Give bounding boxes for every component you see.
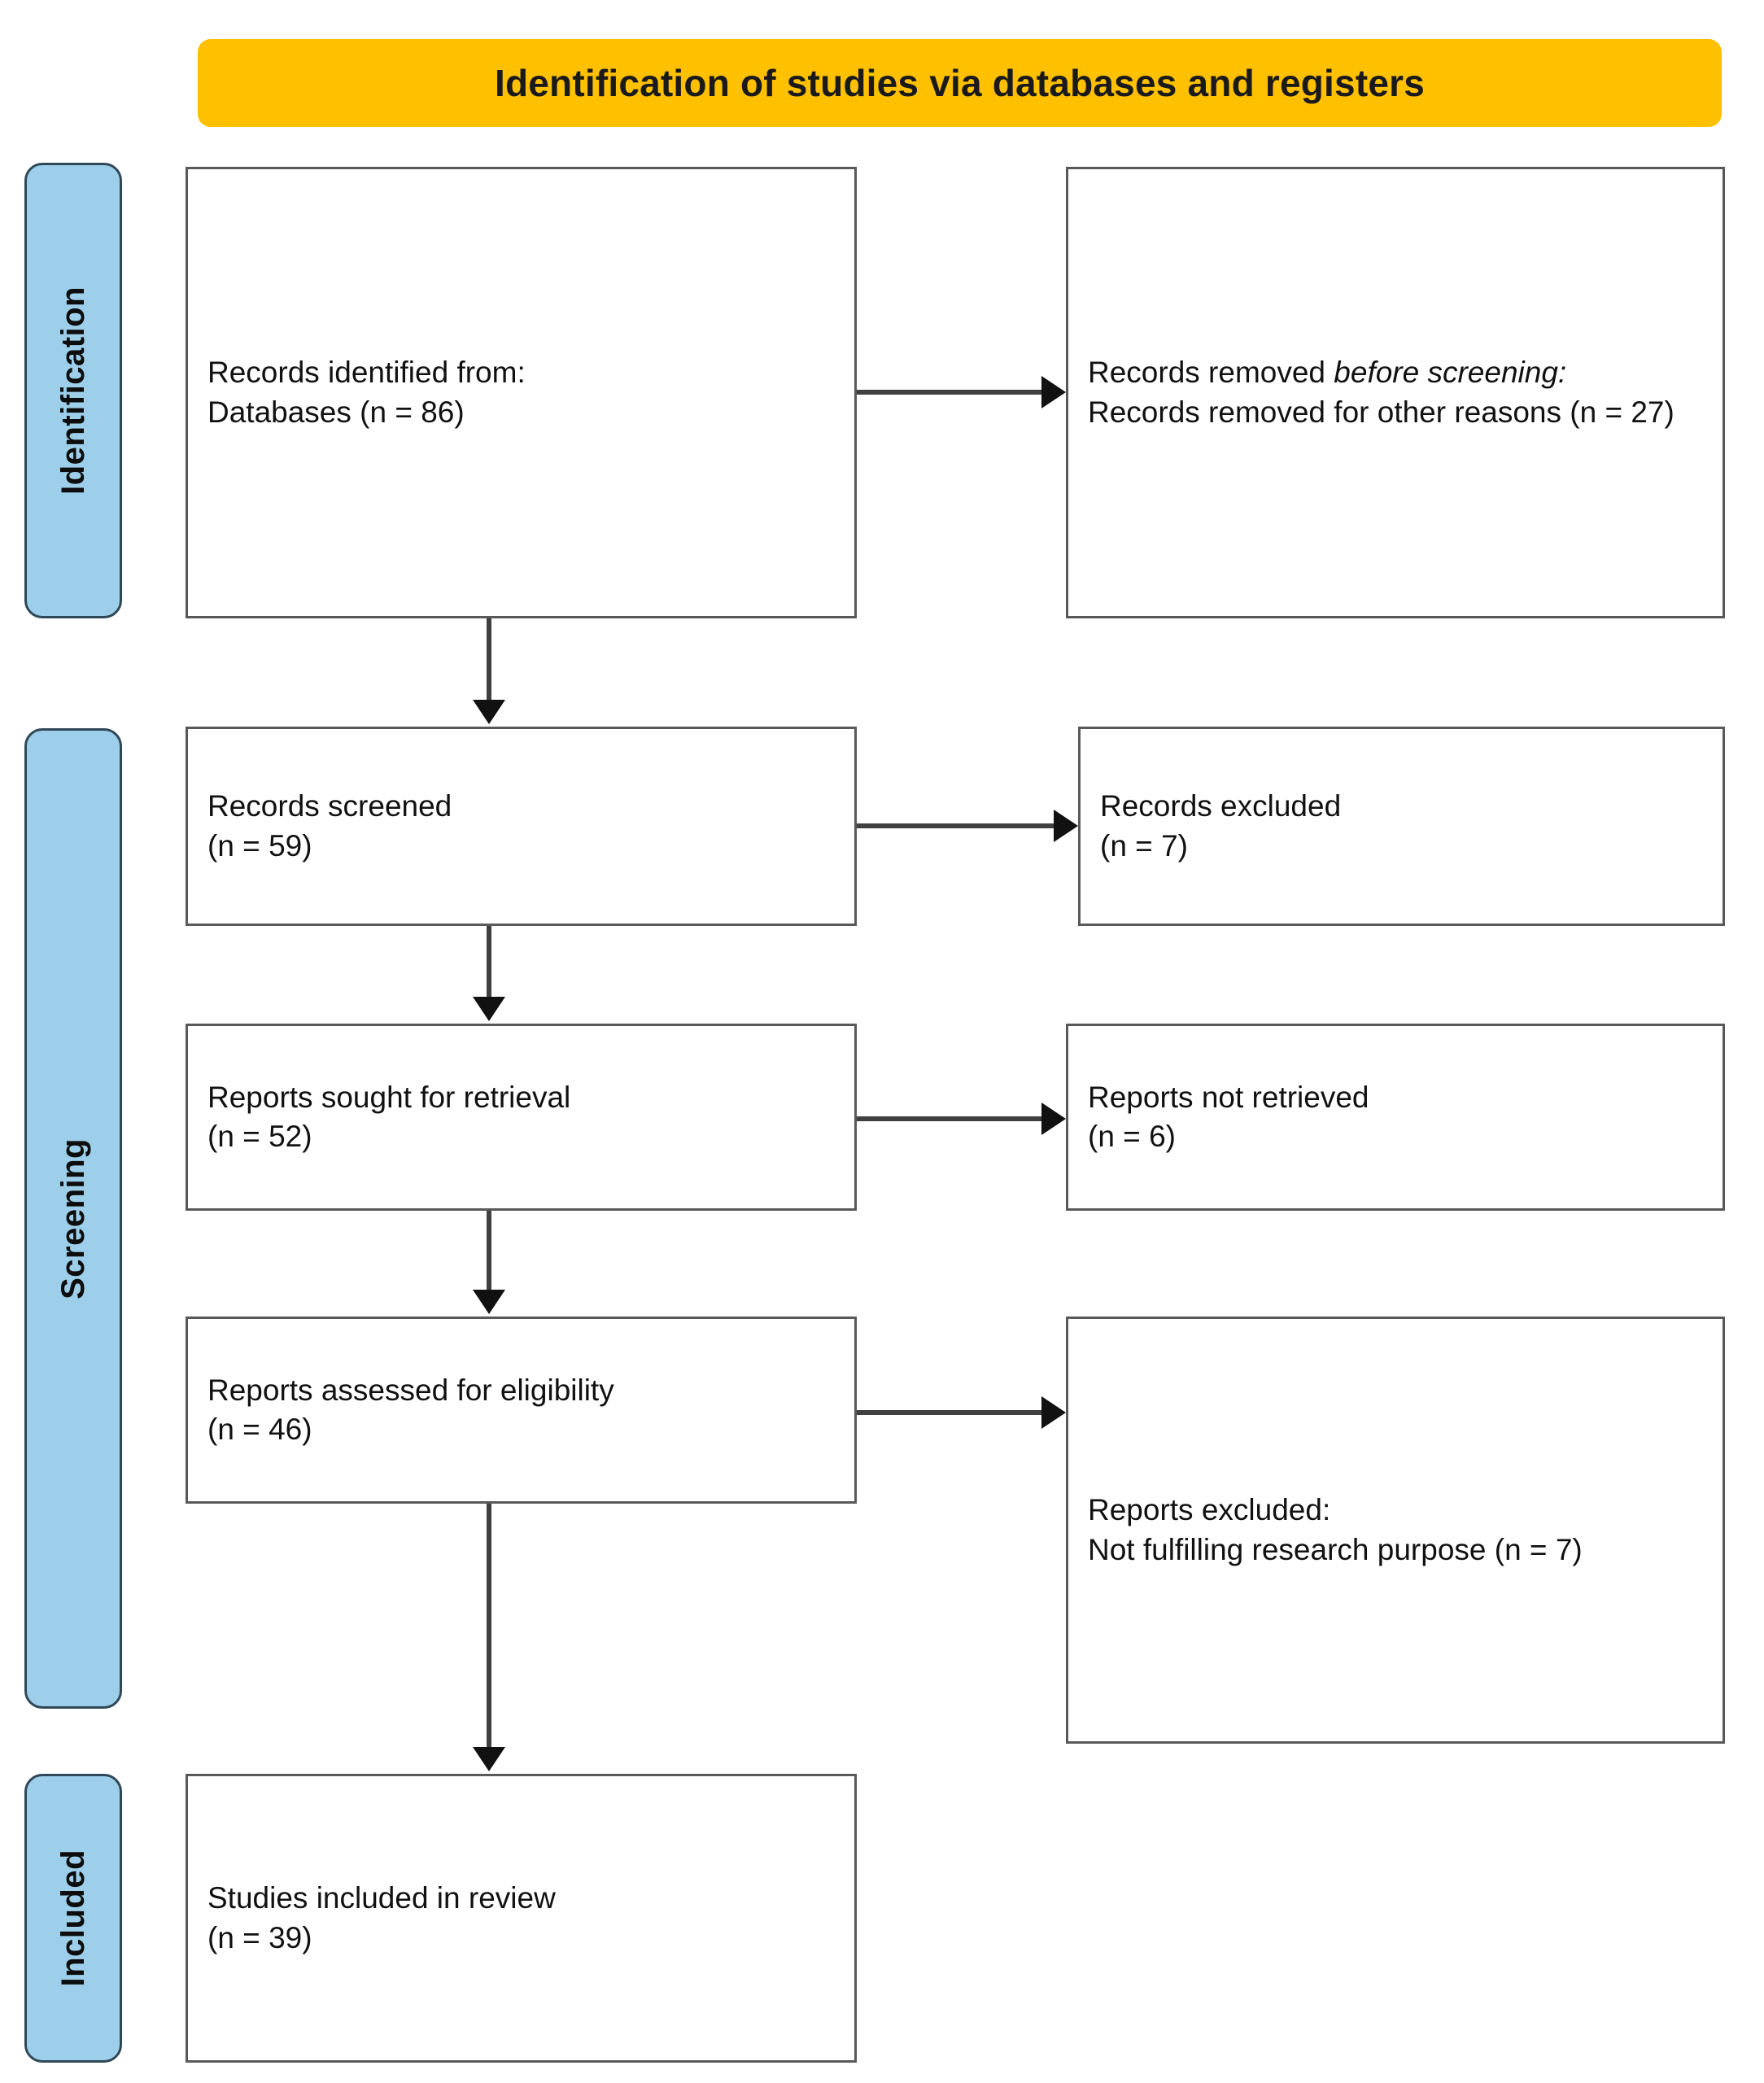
phase-label-included-text: Included [55, 1849, 91, 1987]
box-reports-sought-line2: (n = 52) [207, 1120, 312, 1153]
box-records-identified: Records identified from: Databases (n = … [186, 167, 857, 618]
box-reports-excluded-line2: Not fulfilling research purpose (n = 7) [1088, 1532, 1583, 1566]
phase-label-identification-text: Identification [55, 286, 91, 495]
box-studies-included-line1: Studies included in review [207, 1881, 556, 1915]
phase-label-screening: Screening [24, 728, 122, 1709]
box-records-removed-heading: Records removed before screening: [1088, 353, 1703, 392]
connector-identified-to-screened [487, 618, 491, 702]
phase-label-screening-text: Screening [55, 1138, 91, 1299]
arrowhead-screened-to-excluded [1054, 810, 1078, 842]
box-reports-sought-for-retrieval: Reports sought for retrieval (n = 52) [186, 1024, 857, 1211]
arrowhead-sought-to-not-retrieved [1041, 1103, 1066, 1135]
diagram-header-banner: Identification of studies via databases … [198, 39, 1722, 127]
box-studies-included-in-review: Studies included in review (n = 39) [186, 1774, 857, 2063]
phase-label-included: Included [24, 1774, 122, 2063]
connector-screened-to-sought [487, 926, 491, 999]
box-reports-not-retrieved-line1: Reports not retrieved [1088, 1080, 1369, 1114]
connector-screened-to-excluded [857, 823, 1054, 828]
connector-identified-to-removed [857, 390, 1041, 395]
box-records-excluded-line2: (n = 7) [1100, 828, 1188, 862]
phase-label-identification: Identification [24, 163, 122, 618]
box-reports-not-retrieved-line2: (n = 6) [1088, 1120, 1176, 1153]
box-records-removed-line2: Records removed for other reasons (n = 2… [1088, 395, 1674, 429]
box-records-excluded: Records excluded (n = 7) [1078, 727, 1725, 926]
box-records-removed-before-screening: Records removed before screening: Record… [1066, 167, 1725, 618]
arrowhead-identified-to-removed [1041, 376, 1066, 408]
box-records-identified-line2: Databases (n = 86) [207, 395, 465, 429]
box-records-screened-line2: (n = 59) [207, 828, 312, 862]
box-reports-excluded: Reports excluded: Not fulfilling researc… [1066, 1317, 1725, 1744]
arrowhead-sought-to-assessed [473, 1290, 505, 1314]
box-records-removed-lead: Records removed [1088, 356, 1334, 390]
box-records-screened-line1: Records screened [207, 789, 452, 823]
arrowhead-identified-to-screened [473, 700, 505, 724]
connector-sought-to-assessed [487, 1211, 491, 1292]
box-records-removed-italic: before screening: [1334, 356, 1567, 390]
box-records-screened: Records screened (n = 59) [186, 727, 857, 926]
box-reports-assessed-for-eligibility: Reports assessed for eligibility (n = 46… [186, 1317, 857, 1504]
box-reports-not-retrieved: Reports not retrieved (n = 6) [1066, 1024, 1725, 1211]
connector-sought-to-not-retrieved [857, 1116, 1041, 1121]
diagram-title: Identification of studies via databases … [494, 62, 1426, 104]
box-studies-included-line2: (n = 39) [207, 1920, 312, 1954]
connector-assessed-to-included [487, 1504, 491, 1749]
box-reports-assessed-line2: (n = 46) [207, 1413, 312, 1446]
box-reports-assessed-line1: Reports assessed for eligibility [207, 1373, 614, 1407]
arrowhead-assessed-to-reports-excluded [1041, 1396, 1066, 1429]
box-records-identified-line1: Records identified from: [207, 356, 526, 390]
box-reports-excluded-line1: Reports excluded: [1088, 1493, 1331, 1527]
box-reports-sought-line1: Reports sought for retrieval [207, 1080, 571, 1114]
connector-assessed-to-reports-excluded [857, 1410, 1041, 1415]
arrowhead-assessed-to-included [473, 1747, 505, 1771]
arrowhead-screened-to-sought [473, 997, 505, 1021]
box-records-excluded-line1: Records excluded [1100, 789, 1342, 823]
